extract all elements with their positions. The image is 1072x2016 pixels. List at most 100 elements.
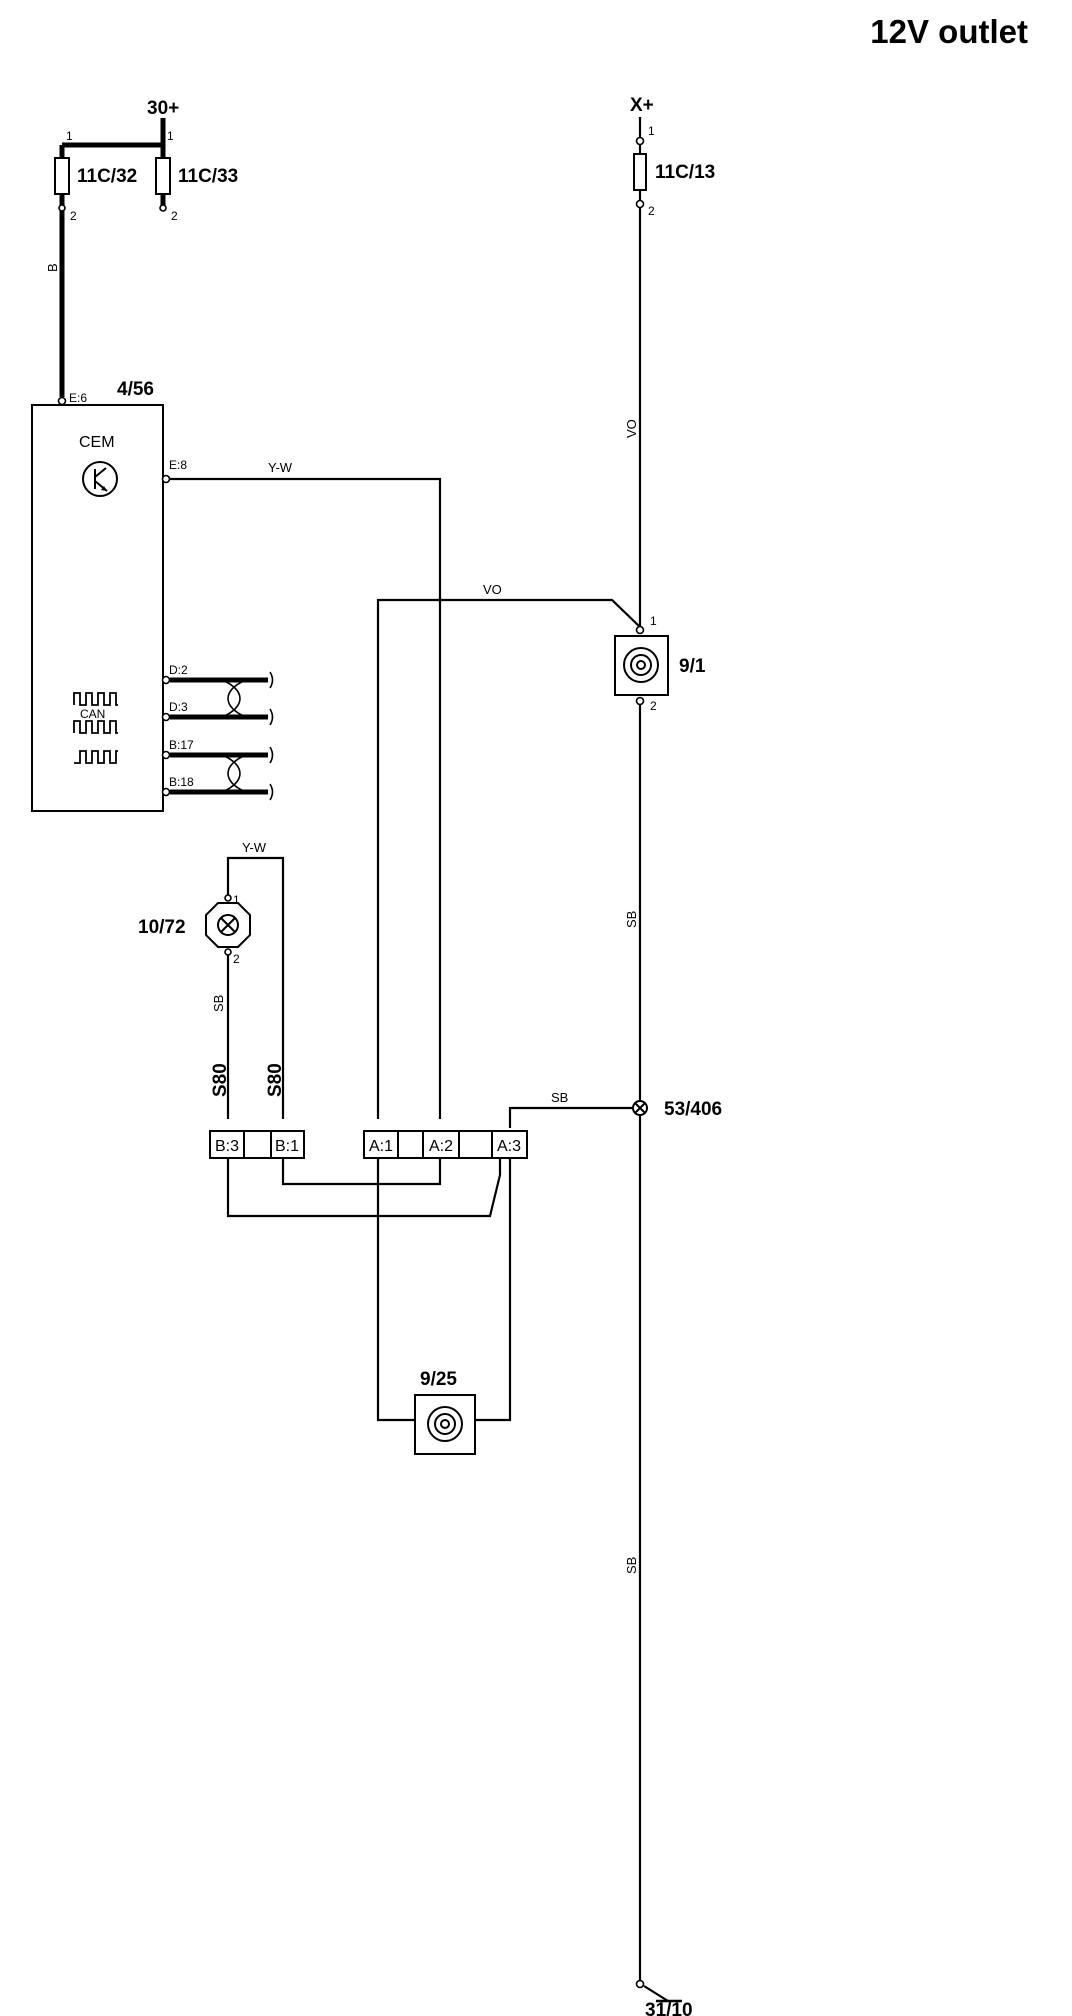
cem-pin-b18-dot (161, 787, 171, 797)
outlet-9-1-pin1: 1 (650, 614, 657, 628)
outlet-9-1-pin2-dot (635, 696, 645, 706)
outlet-9-1: 1 2 9/1 (614, 614, 706, 713)
cem-module: 4/56 E:6 CEM CAN E:8 D:2 D:3 B:17 (31, 379, 194, 812)
connector-b1 (270, 1130, 305, 1159)
supply-30-label: 30+ (147, 98, 179, 119)
connector-b3-label: B:3 (215, 1138, 239, 1155)
wire-sb-upper-color: SB (624, 911, 639, 928)
connector-b-gap (243, 1130, 272, 1159)
outlet-9-25: 9/25 (414, 1369, 476, 1455)
connector-b-block: B:3 B:1 (209, 1130, 305, 1159)
wire-sb-lamp-color: SB (211, 995, 226, 1012)
cem-name: CEM (79, 434, 115, 451)
fuse-11c32-pin-top: 1 (66, 129, 73, 143)
wire-vo-main-color: VO (624, 419, 639, 438)
fuse-11c13-pin-top: 1 (648, 124, 655, 138)
twist-b (221, 754, 247, 793)
fuse-11c32-pin-bottom: 2 (70, 209, 77, 223)
ground-pin-dot (635, 1979, 645, 1989)
socket-center (636, 660, 646, 670)
wire-sb-splice-color: SB (551, 1090, 568, 1105)
wire-b-color: B (45, 263, 60, 272)
lamp-pin1: 1 (233, 893, 240, 907)
socket-icon (623, 647, 659, 683)
cem-pin-b17-dot (161, 750, 171, 760)
connector-a1-label: A:1 (369, 1138, 393, 1155)
outlet-9-1-pin1-dot (635, 625, 645, 635)
connector-a3-label: A:3 (497, 1138, 521, 1155)
can-label: CAN (80, 707, 105, 721)
splice-label: 53/406 (664, 1099, 722, 1120)
cem-pin-d3-dot (161, 712, 171, 722)
connector-a3 (491, 1130, 528, 1159)
socket-ring (630, 654, 652, 676)
lamp-pin2: 2 (233, 952, 240, 966)
wire-sb-splice-line (508, 1106, 633, 1128)
wire-b: B (45, 211, 65, 397)
diagram-title: 12V outlet (870, 13, 1028, 50)
connector-b1-label: B:1 (275, 1138, 299, 1155)
cem-pin-d2: D:2 (169, 663, 188, 677)
supply-30-group: 30+ (62, 98, 179, 148)
lin-signal-icon (74, 750, 118, 764)
fuse-11c32: 1 2 11C/32 (54, 129, 137, 223)
can-signal-icon: CAN (73, 692, 118, 734)
cem-id-label: 4/56 (117, 379, 154, 400)
fuse-11c32-label: 11C/32 (77, 166, 137, 187)
bus-wires (170, 671, 274, 801)
wire-yw-e8-line (170, 477, 442, 1119)
socket-icon (427, 1406, 463, 1442)
fuse-11c13-pin-bottom: 2 (648, 204, 655, 218)
cem-pin-e8-dot (161, 474, 171, 484)
wire-vo-branch-color: VO (483, 582, 502, 597)
wire-sb-lower-color: SB (624, 1557, 639, 1574)
wire-sb-splice: SB (508, 1090, 633, 1128)
wire-a3-925 (475, 1158, 512, 1422)
cem-pin-b18: B:18 (169, 775, 194, 789)
outlet-9-1-pin2: 2 (650, 699, 657, 713)
ground-label: 31/10 (645, 2000, 693, 2016)
cem-pin-e8: E:8 (169, 458, 187, 472)
fuse-11c13: X+ 1 2 11C/13 (630, 95, 715, 218)
fuse-11c32-pin2-dot (58, 204, 66, 212)
wire-b1-a2 (281, 1158, 442, 1186)
variant-label-right: S80 (265, 1063, 286, 1097)
lamp-pin1-dot (224, 894, 232, 902)
wire-a1-925 (376, 1158, 415, 1422)
wire-b3-a3 (226, 1158, 502, 1218)
fuse-11c13-body (633, 153, 647, 191)
fuse-11c13-label: 11C/13 (655, 162, 715, 183)
variant-label-left: S80 (210, 1063, 231, 1097)
wire-yw-lamp (226, 856, 285, 1119)
twist-d (221, 679, 247, 718)
outlet-9-25-label: 9/25 (420, 1369, 457, 1390)
wire-vo-branch-line (376, 598, 641, 1119)
cem-pin-e6-dot (57, 396, 67, 406)
ground-lead (643, 1985, 669, 2002)
socket-ring (434, 1413, 456, 1435)
fuse-11c33-pin-top: 1 (167, 129, 174, 143)
fuse-11c32-body (54, 157, 70, 195)
fuse-11c33-pin-bottom: 2 (171, 209, 178, 223)
fuse-11c33-label: 11C/33 (178, 166, 238, 187)
outlet-9-1-label: 9/1 (679, 656, 706, 677)
fuse-11c33-pin2-dot (159, 204, 167, 212)
transistor-icon (82, 461, 118, 497)
fuse-11c13-pin1-dot (635, 136, 645, 146)
cem-pin-d3: D:3 (169, 700, 188, 714)
socket-center (440, 1419, 450, 1429)
wire-sb-main: SB SB (624, 705, 642, 1980)
lower-wiring (226, 1158, 512, 1422)
lamp-label: 10/72 (138, 917, 186, 938)
connector-a-gap1 (397, 1130, 424, 1159)
fuse-11c13-pin2-dot (635, 199, 645, 209)
wire-yw-e8-color: Y-W (268, 460, 293, 475)
connector-a-gap2 (458, 1130, 493, 1159)
wire-yw-e8: Y-W (170, 460, 442, 1119)
connector-a2-label: A:2 (429, 1138, 453, 1155)
ground-31-10: 31/10 (635, 1979, 693, 2016)
splice-cross-b (634, 1102, 646, 1114)
connector-a-block: A:1 A:2 A:3 (363, 1130, 528, 1159)
fuse-11c33-body (155, 157, 171, 195)
